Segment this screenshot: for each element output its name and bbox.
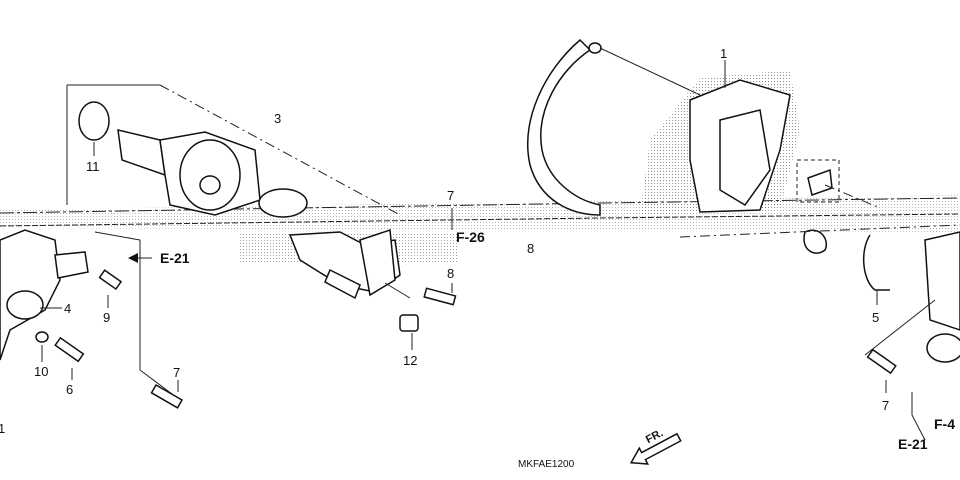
center-cover-group	[288, 208, 457, 350]
reference-label-e21-bottom: E-21	[898, 436, 928, 452]
callout-9: 9	[103, 310, 110, 325]
callout-6: 6	[66, 382, 73, 397]
o-ring-11	[78, 101, 110, 141]
water-pump-group	[0, 84, 401, 409]
callout-4: 4	[64, 301, 71, 316]
collar-12	[399, 314, 419, 350]
callout-1-left-edge: 1	[0, 421, 5, 436]
bolt-7-right	[866, 348, 897, 393]
callout-10: 10	[34, 364, 48, 379]
bolt-7-left	[150, 380, 184, 409]
drawing-code: MKFAE1200	[518, 459, 575, 470]
reference-label-f4: F-4	[934, 416, 955, 432]
thermostat-housing	[0, 229, 89, 361]
callout-7-right: 7	[882, 398, 889, 413]
callout-5: 5	[872, 310, 879, 325]
front-direction-arrow-icon: FR.	[629, 427, 682, 465]
reference-e21-top: E-21	[128, 250, 190, 266]
clutch-cover-group	[527, 38, 960, 254]
callout-7-center: 7	[447, 188, 454, 203]
bolt-9	[98, 269, 123, 308]
bolt-8-center	[423, 283, 457, 306]
callout-8-center: 8	[447, 266, 454, 281]
callout-1: 1	[720, 46, 727, 61]
water-pump-body	[117, 129, 308, 218]
callout-11: 11	[86, 159, 100, 174]
callout-8-band: 8	[527, 241, 534, 256]
reference-label-f26: F-26	[456, 229, 485, 245]
bolt-6	[54, 336, 85, 380]
right-housing-group	[862, 231, 960, 441]
callout-3: 3	[274, 111, 281, 126]
washer-10	[35, 331, 49, 362]
callout-12: 12	[403, 353, 417, 368]
callout-7-left: 7	[173, 365, 180, 380]
reference-label-e21-top: E-21	[160, 250, 190, 266]
